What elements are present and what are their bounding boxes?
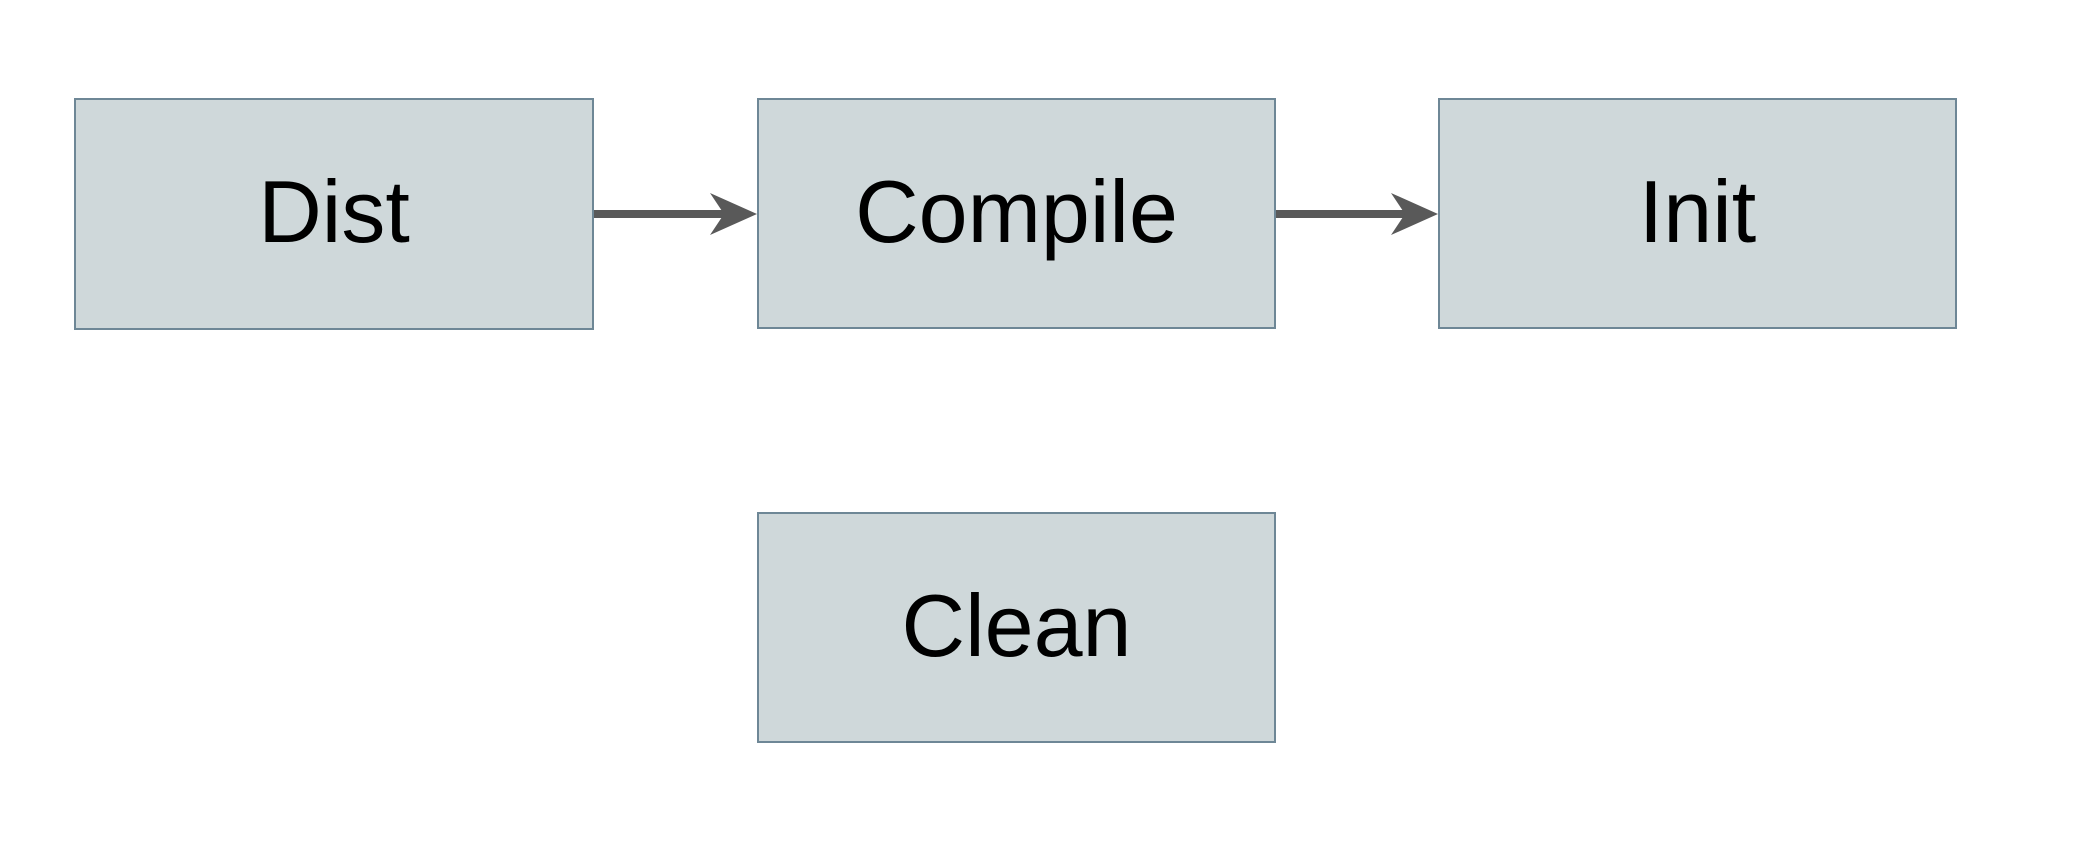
arrow-head-icon (1391, 193, 1438, 235)
arrow-dist-to-compile[interactable] (594, 189, 757, 239)
node-clean-label: Clean (901, 575, 1132, 675)
node-dist[interactable]: Dist (74, 98, 594, 330)
arrow-compile-to-init[interactable] (1276, 189, 1438, 239)
arrow-head-icon (710, 193, 757, 235)
node-compile[interactable]: Compile (757, 98, 1276, 329)
node-init-label: Init (1638, 161, 1757, 261)
node-compile-label: Compile (855, 161, 1178, 261)
node-init[interactable]: Init (1438, 98, 1957, 329)
node-dist-label: Dist (258, 162, 410, 261)
node-clean[interactable]: Clean (757, 512, 1276, 743)
